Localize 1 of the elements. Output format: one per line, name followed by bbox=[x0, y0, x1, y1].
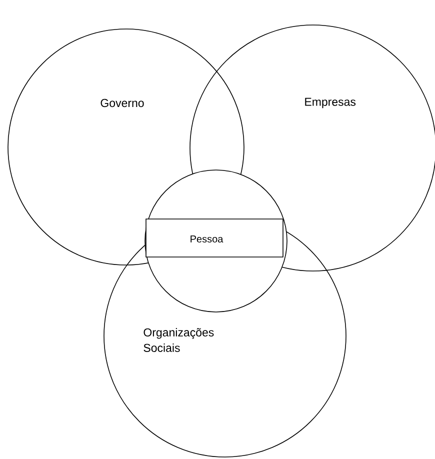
label-box: Pessoa bbox=[146, 218, 284, 258]
